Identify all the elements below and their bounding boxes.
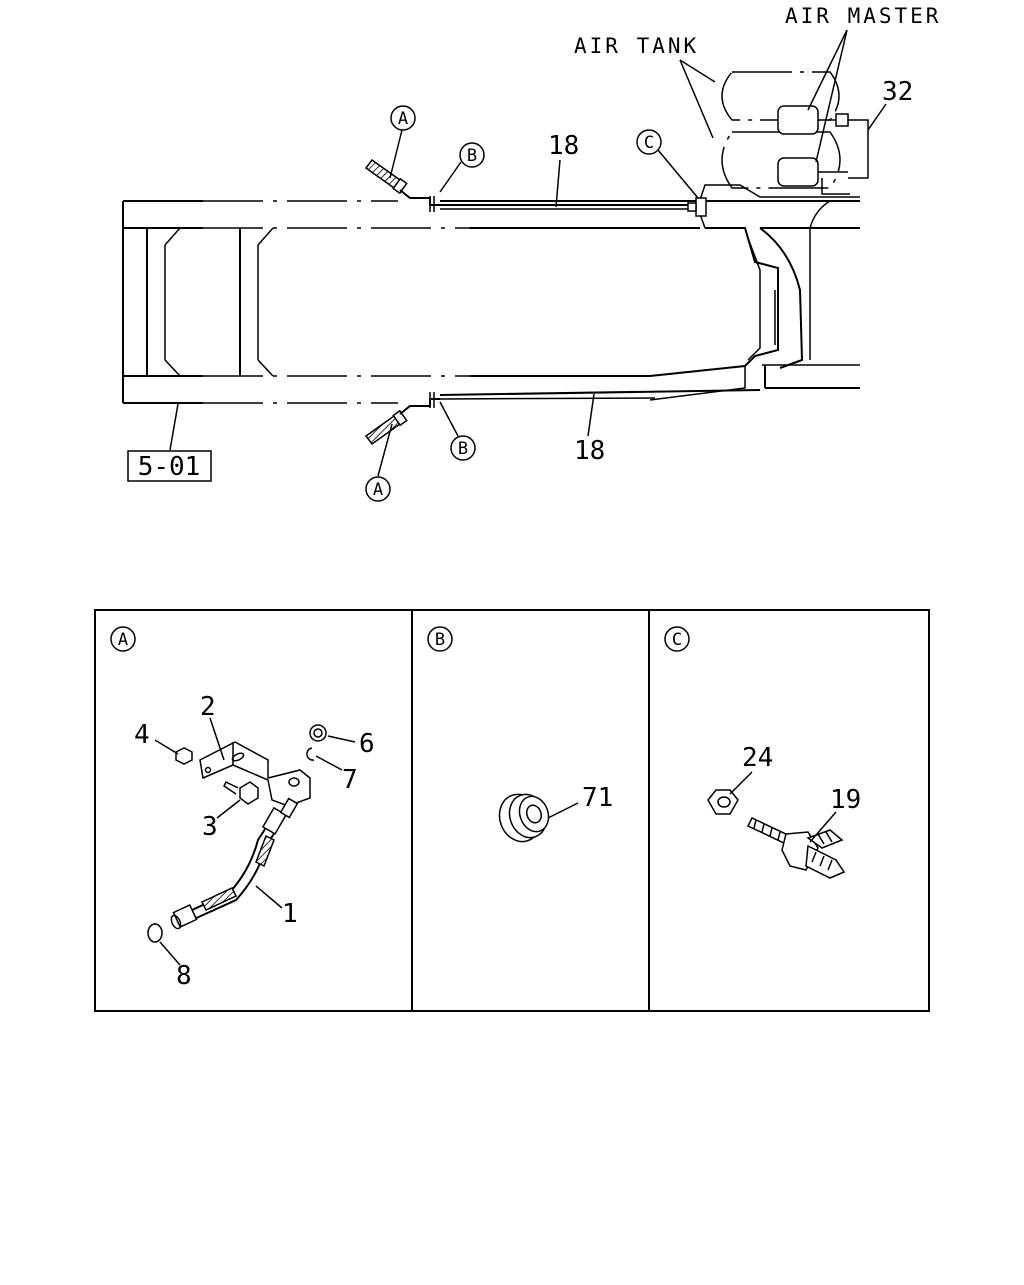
svg-text:B: B: [467, 146, 477, 166]
detail-panel-a: A 2 4 6: [110, 626, 375, 991]
tee-fitting: [687, 197, 707, 217]
top-flex-hose: [364, 158, 440, 212]
callout-b-bottom: B: [450, 435, 476, 461]
detail-a-header: A: [118, 630, 128, 650]
detail-a-part-7: 7: [342, 765, 358, 795]
label-part-18-bottom: 18: [574, 436, 605, 466]
detail-a-part-3: 3: [202, 812, 218, 842]
callout-c: C: [636, 129, 662, 155]
svg-text:A: A: [373, 480, 383, 500]
detail-panel-c: C 24 19: [664, 626, 861, 879]
detail-a-part-4: 4: [134, 720, 150, 750]
detail-a-part-6: 6: [359, 729, 375, 759]
svg-text:B: B: [458, 439, 468, 459]
detail-a-part-2: 2: [200, 692, 216, 722]
callout-b-top: B: [459, 142, 485, 168]
detail-a-part-1: 1: [282, 899, 298, 929]
brake-pipes: [439, 184, 860, 400]
label-air-tank: AIR TANK: [574, 34, 699, 58]
label-part-32: 32: [882, 77, 913, 107]
detail-c-part-19: 19: [830, 785, 861, 815]
detail-a-part-8: 8: [176, 961, 192, 991]
detail-c-header: C: [672, 630, 682, 650]
detail-b-part-71: 71: [582, 783, 613, 813]
callout-a-top: A: [390, 105, 416, 131]
svg-text:A: A: [398, 109, 408, 129]
detail-b-header: B: [435, 630, 445, 650]
detail-panels: [94, 609, 930, 1012]
detail-c-part-24: 24: [742, 743, 773, 773]
leader-lines: [169, 29, 887, 477]
callout-a-bottom: A: [365, 476, 391, 502]
air-tanks: [721, 71, 869, 195]
svg-text:C: C: [644, 133, 654, 153]
bottom-flex-hose: [364, 392, 440, 446]
label-air-master: AIR MASTER: [785, 4, 941, 28]
label-part-18-top: 18: [548, 131, 579, 161]
ref-box-5-01: 5-01: [127, 450, 212, 482]
svg-text:5-01: 5-01: [138, 452, 201, 482]
chassis-frame: [122, 200, 860, 404]
detail-panel-b: B 71: [427, 626, 613, 843]
